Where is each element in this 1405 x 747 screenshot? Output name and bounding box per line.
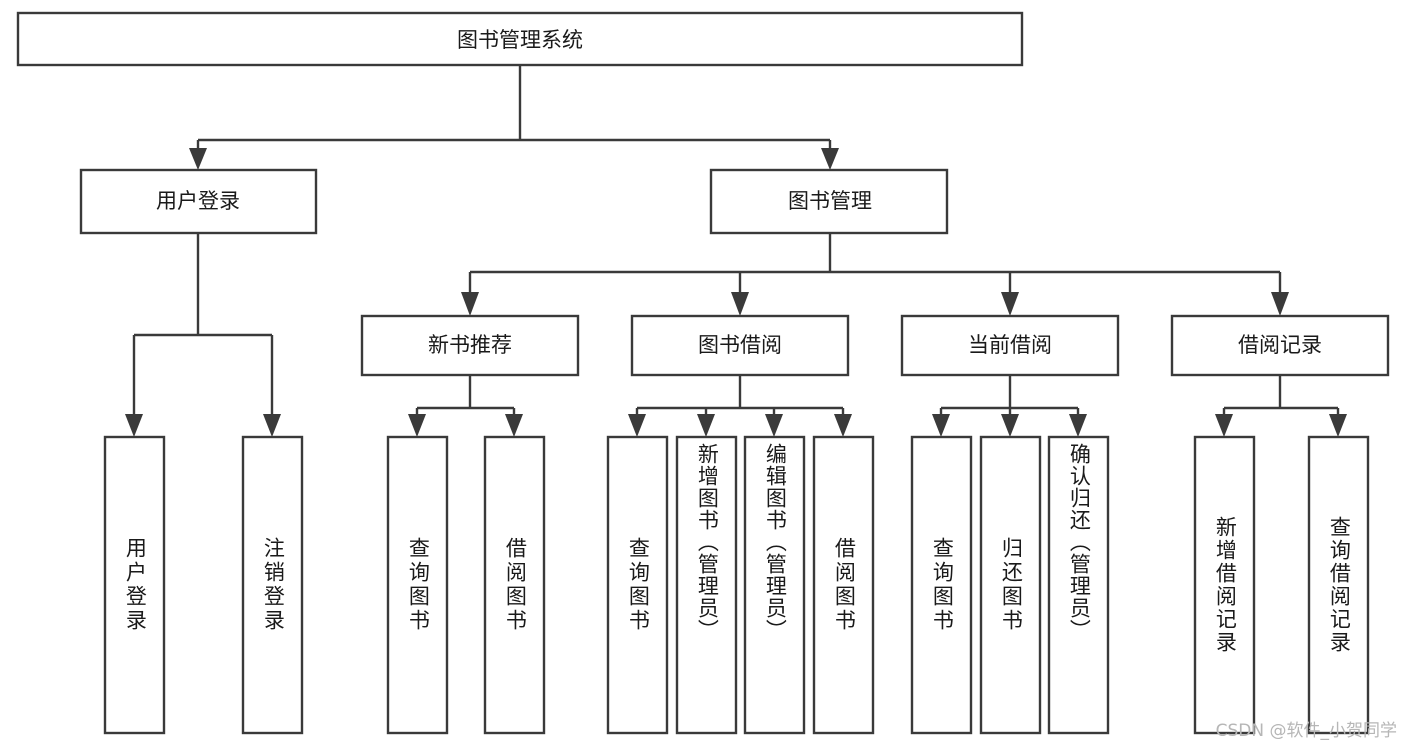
arrow-to-leaf-rec-query-book xyxy=(408,414,426,437)
node-book-manage[interactable]: 图书管理 xyxy=(709,168,949,235)
connector-group xyxy=(125,65,1347,437)
arrow-to-leaf-borrow-add-book xyxy=(697,414,715,437)
node-leaf-borrow-edit-book-box[interactable] xyxy=(743,435,806,735)
arrow-to-leaf-borrow-query-book xyxy=(628,414,646,437)
node-leaf-borrow-query-book-box[interactable] xyxy=(606,435,669,735)
node-root[interactable]: 图书管理系统 xyxy=(16,11,1024,67)
arrow-to-book-manage xyxy=(821,148,839,170)
node-leaf-borrow-borrow-book-box[interactable] xyxy=(812,435,875,735)
arrow-to-leaf-borrow-borrow-book xyxy=(834,414,852,437)
node-borrow-record[interactable]: 借阅记录 xyxy=(1170,314,1390,377)
node-book-borrow-box[interactable] xyxy=(630,314,850,377)
node-leaf-current-confirm-box[interactable] xyxy=(1047,435,1110,735)
node-leaf-current-query-book-box[interactable] xyxy=(910,435,973,735)
arrow-to-user-login xyxy=(189,148,207,170)
node-leaf-rec-query-book-box[interactable] xyxy=(386,435,449,735)
node-leaf-current-return-book-box[interactable] xyxy=(979,435,1042,735)
node-book-manage-label: 图书管理 xyxy=(788,189,872,213)
csdn-watermark: CSDN @软件_小贺同学 xyxy=(1215,721,1397,741)
arrow-to-leaf-user-logout xyxy=(263,414,281,437)
node-borrow-record-box[interactable] xyxy=(1170,314,1390,377)
arrow-to-book-borrow xyxy=(731,292,749,316)
node-current-borrow-box[interactable] xyxy=(900,314,1120,377)
node-user-login-box[interactable] xyxy=(79,168,318,235)
arrow-to-leaf-record-add xyxy=(1215,414,1233,437)
node-book-manage-box[interactable] xyxy=(709,168,949,235)
arrow-to-leaf-current-confirm-return xyxy=(1069,414,1087,437)
node-leaf-record-add-box[interactable] xyxy=(1193,435,1256,735)
node-current-borrow-label: 当前借阅 xyxy=(968,333,1052,357)
node-new-book-rec[interactable]: 新书推荐 xyxy=(360,314,580,377)
node-book-borrow[interactable]: 图书借阅 xyxy=(630,314,850,377)
arrow-to-leaf-record-query xyxy=(1329,414,1347,437)
node-new-book-rec-box[interactable] xyxy=(360,314,580,377)
node-leaf-user-logout-box[interactable] xyxy=(241,435,304,735)
node-new-book-rec-label: 新书推荐 xyxy=(428,333,512,357)
node-leaf-user-login-box[interactable] xyxy=(103,435,166,735)
node-leaf-rec-borrow-book-box[interactable] xyxy=(483,435,546,735)
node-user-login-label: 用户登录 xyxy=(156,189,240,213)
node-book-borrow-label: 图书借阅 xyxy=(698,333,782,357)
node-leaf-record-query-box[interactable] xyxy=(1307,435,1370,735)
arrow-to-leaf-current-query-book xyxy=(932,414,950,437)
node-borrow-record-label: 借阅记录 xyxy=(1238,333,1322,357)
arrow-to-borrow-record xyxy=(1271,292,1289,316)
arrow-to-leaf-user-login xyxy=(125,414,143,437)
node-root-label: 图书管理系统 xyxy=(457,28,583,52)
node-root-box[interactable] xyxy=(16,11,1024,67)
leaf-box-group xyxy=(103,435,1370,735)
node-leaf-borrow-add-book-box[interactable] xyxy=(675,435,738,735)
arrow-to-new-book-rec xyxy=(461,292,479,316)
node-user-login[interactable]: 用户登录 xyxy=(79,168,318,235)
arrow-to-current-borrow xyxy=(1001,292,1019,316)
arrow-to-leaf-borrow-edit-book xyxy=(765,414,783,437)
arrow-to-leaf-current-return-book xyxy=(1001,414,1019,437)
arrow-to-leaf-rec-borrow-book xyxy=(505,414,523,437)
node-current-borrow[interactable]: 当前借阅 xyxy=(900,314,1120,377)
